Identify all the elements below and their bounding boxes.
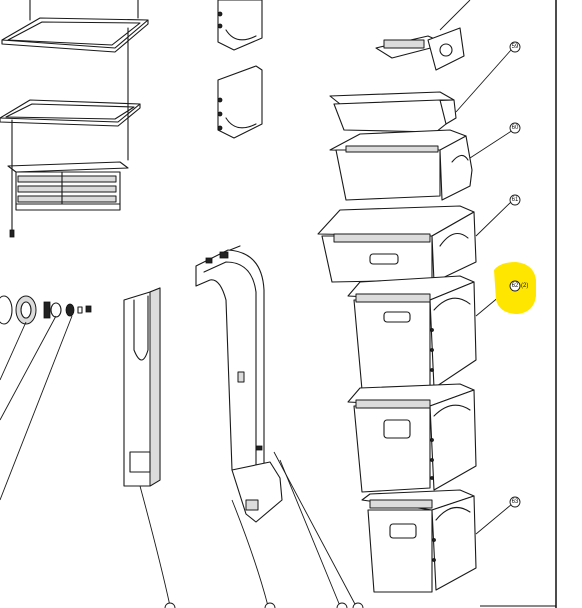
basket-59 (329, 91, 457, 133)
basket-62-lower (347, 383, 477, 493)
callout-63-circle (509, 496, 521, 508)
door-bin-small-1 (217, 0, 263, 51)
basket-61 (317, 205, 477, 283)
leader-fan-1 (0, 321, 27, 381)
glass-shelf-top (1, 17, 149, 53)
door-bin-small-2 (217, 65, 263, 139)
leader-screw-2 (279, 459, 341, 607)
leader-duct (139, 485, 171, 607)
callout-bottom-4 (352, 602, 364, 608)
leader-63 (475, 503, 513, 535)
leader-fan-2 (0, 315, 57, 421)
callout-59-circle (509, 41, 521, 53)
callout-60-circle (509, 122, 521, 134)
leader-60 (469, 129, 514, 159)
callout-62-label: 62 (512, 283, 519, 289)
callout-61-label: 61 (512, 197, 519, 203)
fan-motor-assembly (0, 295, 92, 325)
callout-62-circle (509, 280, 521, 292)
ice-tray-part (375, 27, 465, 71)
leader-61 (475, 199, 514, 237)
screw-center-mid (255, 445, 263, 451)
callout-60-label: 60 (512, 125, 519, 131)
leader-hinge (231, 499, 269, 607)
duct-cover-panel (123, 287, 161, 487)
screw-center-top (229, 245, 241, 251)
glass-shelf-middle (0, 99, 141, 127)
basket-60 (329, 129, 473, 201)
callout-bottom-2 (264, 602, 276, 608)
callout-61-circle (509, 194, 521, 206)
leader-59 (455, 49, 512, 113)
leader-ice (439, 0, 471, 31)
basket-63 (361, 489, 477, 593)
callout-bottom-1 (164, 602, 176, 608)
hinge-cover-panel (195, 249, 283, 523)
crisper-cover-frame (7, 161, 129, 211)
callout-bottom-3 (336, 602, 348, 608)
callout-62-quantity: (2) (521, 283, 528, 289)
leader-fan-3 (0, 315, 73, 501)
screw-left (9, 229, 15, 238)
callout-63-label: 63 (512, 499, 519, 505)
callout-59-label: 59 (512, 44, 519, 50)
basket-62-upper (347, 275, 477, 391)
